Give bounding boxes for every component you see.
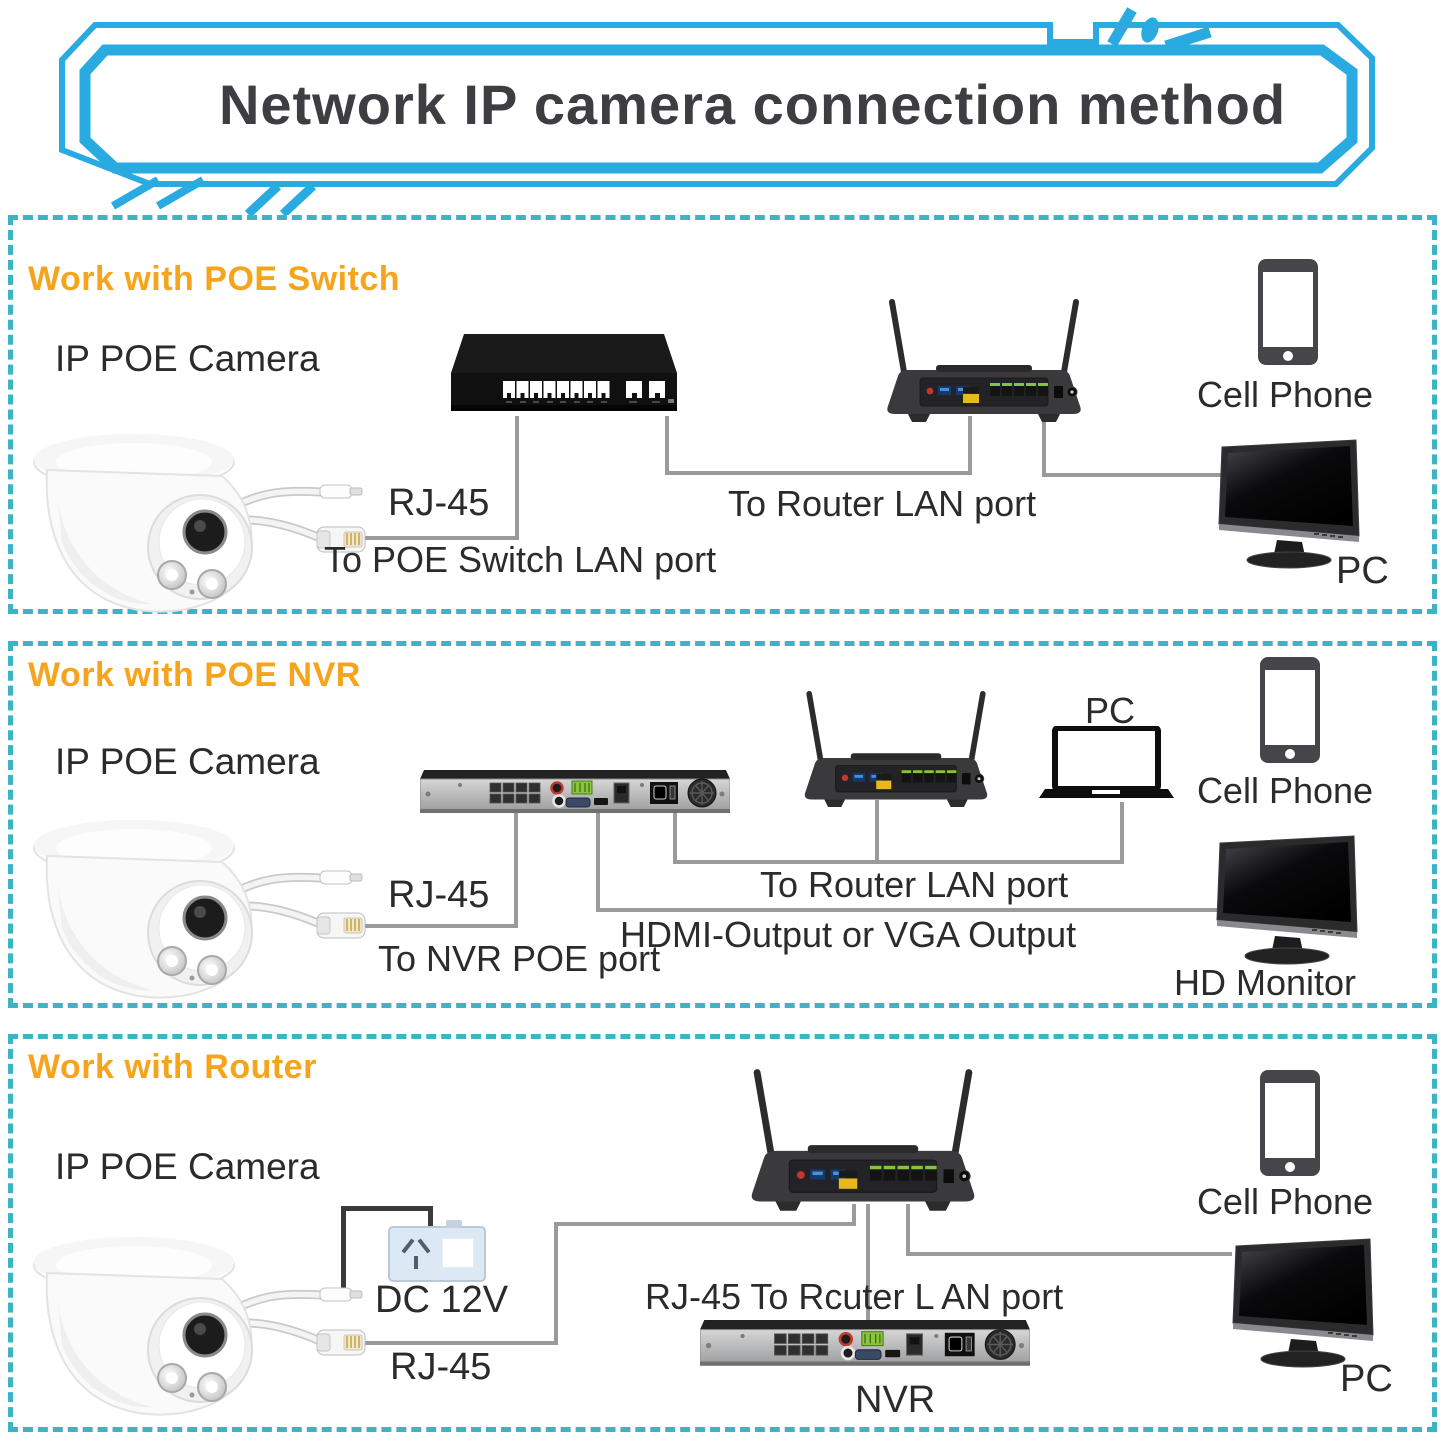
rj45-to-router-lan-label: RJ-45 To Rcuter L AN port: [645, 1276, 1064, 1317]
cable-line: [360, 924, 516, 928]
to-router-lan-label: To Router LAN port: [760, 864, 1069, 905]
cable-line: [906, 1204, 910, 1256]
wifi-router-image: [741, 1068, 985, 1213]
outlet-slot: [417, 1238, 431, 1254]
rj45-label: RJ-45: [388, 482, 490, 524]
cable-line: [852, 1204, 856, 1226]
banner-frame: [59, 7, 1375, 216]
outlet-tab: [446, 1220, 462, 1228]
cell-phone-label: Cell Phone: [1196, 1181, 1374, 1222]
cable-line: [514, 813, 518, 928]
cable-line: [665, 471, 972, 475]
cell-phone-icon: [1260, 1070, 1320, 1176]
ip-dome-camera-image: [22, 818, 372, 1003]
outlet-sticker: [442, 1238, 474, 1268]
pc-label: PC: [1340, 1358, 1393, 1400]
phone-home-button: [1285, 749, 1295, 759]
wifi-router-image: [878, 298, 1090, 424]
phone-home-button: [1283, 351, 1293, 361]
cell-phone-icon: [1258, 259, 1318, 365]
cable-line: [906, 1252, 1232, 1256]
cable-line: [866, 1204, 870, 1322]
camera-label: IP POE Camera: [55, 741, 320, 782]
cable-line: [673, 813, 677, 864]
banner: Network IP camera connection method: [0, 0, 1445, 216]
monitor-icon: [1228, 1236, 1378, 1368]
power-cable-line: [428, 1206, 433, 1230]
cable-line: [968, 416, 972, 475]
phone-screen: [1265, 1083, 1315, 1158]
section-title: Work with Router: [28, 1048, 317, 1086]
page-title: Network IP camera connection method: [218, 73, 1287, 136]
cell-phone-icon: [1260, 657, 1320, 763]
cable-line: [665, 416, 669, 475]
cable-line: [554, 1222, 558, 1345]
camera-label: IP POE Camera: [55, 1146, 320, 1187]
cable-line: [360, 1341, 558, 1345]
rj45-label: RJ-45: [388, 874, 490, 916]
cable-line: [1120, 802, 1124, 864]
cell-phone-label: Cell Phone: [1196, 770, 1374, 811]
nvr-recorder-image: [420, 770, 730, 816]
cable-line: [875, 800, 879, 864]
poe-switch-image: [444, 331, 684, 416]
nvr-label: NVR: [855, 1379, 936, 1421]
phone-screen: [1263, 272, 1313, 347]
cable-line: [1042, 418, 1046, 477]
wifi-router-image: [796, 690, 996, 809]
rj45-label: RJ-45: [390, 1346, 492, 1388]
power-cable-line: [341, 1206, 433, 1211]
hdmi-vga-label: HDMI-Output or VGA Output: [620, 914, 1077, 955]
camera-label: IP POE Camera: [55, 338, 320, 379]
cable-line: [596, 813, 600, 912]
to-nvr-poe-label: To NVR POE port: [378, 938, 661, 979]
outlet-slot: [414, 1256, 418, 1269]
power-outlet-icon: [388, 1220, 486, 1282]
outlet-slot: [401, 1238, 415, 1254]
section-title: Work with POE Switch: [28, 260, 401, 298]
phone-home-button: [1285, 1162, 1295, 1172]
section-title: Work with POE NVR: [28, 656, 361, 694]
monitor-icon: [1212, 833, 1362, 965]
nvr-recorder-image: [700, 1320, 1030, 1369]
cell-phone-label: Cell Phone: [1196, 374, 1374, 415]
cable-line: [363, 536, 517, 540]
cable-line: [554, 1222, 856, 1226]
to-poe-switch-label: To POE Switch LAN port: [324, 539, 717, 580]
phone-screen: [1265, 670, 1315, 745]
pc-label: PC: [1336, 550, 1389, 592]
cable-line: [515, 416, 519, 540]
dc-12v-label: DC 12V: [375, 1279, 509, 1321]
cable-line: [1042, 473, 1224, 477]
hd-monitor-label: HD Monitor: [1173, 962, 1357, 1003]
laptop-icon: [1039, 726, 1174, 804]
cable-line: [673, 860, 1124, 864]
to-router-lan-label: To Router LAN port: [728, 483, 1037, 524]
cable-line: [596, 908, 1222, 912]
ip-dome-camera-image: [22, 1235, 372, 1420]
pc-label: PC: [1085, 690, 1136, 731]
ip-dome-camera-image: [22, 432, 372, 617]
power-cable-line: [341, 1206, 346, 1298]
